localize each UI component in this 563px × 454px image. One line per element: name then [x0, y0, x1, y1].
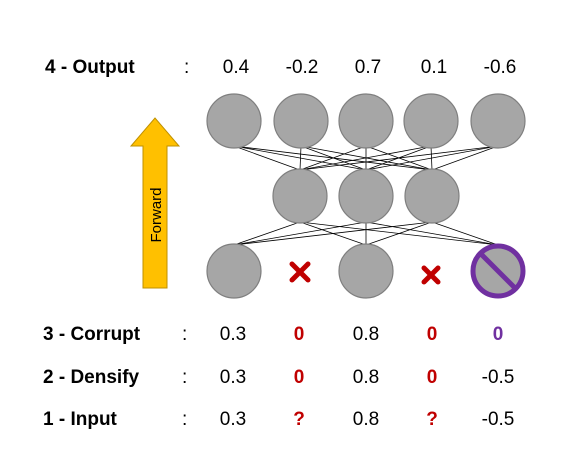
- input-node-3: [338, 243, 394, 299]
- input-layer: [206, 243, 526, 299]
- hidden-node-3: [404, 168, 460, 224]
- input-value-5: -0.5: [482, 409, 515, 430]
- densify-value-4: 0: [427, 367, 438, 388]
- output-value-5: -0.6: [484, 57, 517, 78]
- forward-arrow: Forward: [129, 117, 181, 289]
- corrupt-colon: :: [182, 324, 187, 345]
- cross-icon: [289, 261, 311, 283]
- output-node-2: [273, 93, 329, 149]
- edges-hidden-output: [233, 145, 499, 171]
- densify-value-1: 0.3: [220, 367, 246, 388]
- cross-icon: [421, 265, 441, 285]
- output-node-4: [403, 93, 459, 149]
- hidden-layer: [272, 168, 460, 224]
- output-row: 4 - Output : 0.4 -0.2 0.7 0.1 -0.6: [45, 57, 516, 78]
- output-node-5: [470, 93, 526, 149]
- input-value-2: ?: [293, 409, 305, 430]
- input-node-1: [206, 243, 262, 299]
- densify-value-3: 0.8: [353, 367, 379, 388]
- output-colon: :: [184, 57, 189, 78]
- input-value-4: ?: [426, 409, 438, 430]
- input-value-1: 0.3: [220, 409, 246, 430]
- densify-label: 2 - Densify: [43, 367, 140, 388]
- output-value-1: 0.4: [223, 57, 250, 78]
- corrupt-label: 3 - Corrupt: [43, 324, 141, 345]
- hidden-node-2: [338, 168, 394, 224]
- corrupt-value-3: 0.8: [353, 324, 379, 345]
- edges-input-hidden: [233, 221, 499, 246]
- output-value-4: 0.1: [421, 57, 447, 78]
- output-layer: [206, 93, 526, 149]
- output-node-1: [206, 93, 262, 149]
- densify-value-2: 0: [294, 367, 305, 388]
- input-label: 1 - Input: [43, 409, 118, 430]
- corrupt-value-4: 0: [427, 324, 438, 345]
- densify-colon: :: [182, 367, 187, 388]
- prohibited-icon: [470, 243, 526, 299]
- densify-value-5: -0.5: [482, 367, 515, 388]
- hidden-node-1: [272, 168, 328, 224]
- corrupt-value-1: 0.3: [220, 324, 246, 345]
- corrupt-value-5: 0: [493, 324, 504, 345]
- corrupt-row: 3 - Corrupt : 0.3 0 0.8 0 0: [43, 324, 503, 345]
- input-colon: :: [182, 409, 187, 430]
- output-value-3: 0.7: [355, 57, 381, 78]
- output-value-2: -0.2: [286, 57, 319, 78]
- output-label: 4 - Output: [45, 57, 135, 78]
- output-node-3: [338, 93, 394, 149]
- densify-row: 2 - Densify : 0.3 0 0.8 0 -0.5: [43, 367, 514, 388]
- input-row: 1 - Input : 0.3 ? 0.8 ? -0.5: [43, 409, 514, 430]
- corrupt-value-2: 0: [294, 324, 305, 345]
- forward-label: Forward: [148, 187, 165, 242]
- input-value-3: 0.8: [353, 409, 379, 430]
